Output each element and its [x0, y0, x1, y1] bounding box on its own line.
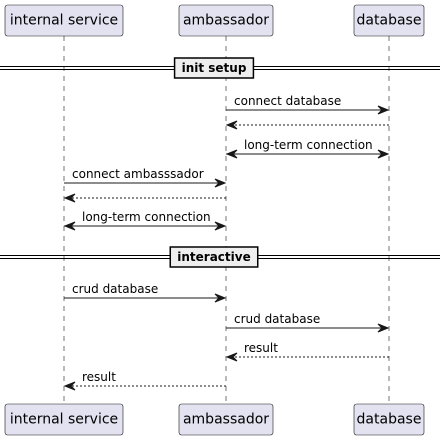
- arrow-head: [225, 352, 238, 362]
- participant-label: internal service: [10, 13, 118, 29]
- arrow-head: [63, 221, 76, 231]
- message-arrow: [63, 193, 226, 203]
- section-title: init setup: [182, 61, 247, 75]
- arrow-head: [225, 120, 238, 130]
- message-label: crud database: [234, 312, 320, 326]
- participant-database-top: database: [353, 4, 425, 37]
- participant-label: ambassador: [183, 412, 269, 428]
- arrow-head: [214, 221, 227, 231]
- participant-database-bottom: database: [353, 403, 425, 436]
- arrow-head: [214, 293, 227, 303]
- participant-ambassador-bottom: ambassador: [178, 403, 274, 436]
- participant-ambassador-top: ambassador: [178, 4, 274, 37]
- participant-internal-bottom: internal service: [4, 403, 124, 436]
- participant-box: [353, 403, 425, 436]
- divider-box: [169, 246, 259, 268]
- participant-label: ambassador: [183, 13, 269, 29]
- arrow-head: [214, 178, 227, 188]
- message-arrow: crud database: [226, 312, 390, 333]
- participant-label: internal service: [10, 412, 118, 428]
- message-arrow: result: [225, 341, 389, 362]
- arrow-head: [377, 323, 390, 333]
- message-label: long-term connection: [244, 138, 373, 152]
- participant-box: [353, 4, 425, 37]
- participant-box: [178, 403, 274, 436]
- section-divider: init setup: [0, 57, 440, 79]
- arrow-head: [63, 193, 76, 203]
- message-arrow: connect ambasssador: [64, 167, 227, 188]
- participant-label: database: [357, 412, 422, 428]
- message-arrow: long-term connection: [63, 210, 227, 231]
- arrow-head: [377, 149, 390, 159]
- participant-box: [4, 403, 124, 436]
- message-arrow: result: [63, 370, 226, 391]
- message-label: result: [244, 341, 278, 355]
- section-title: interactive: [177, 250, 250, 264]
- message-arrow: [225, 120, 389, 130]
- message-arrow: connect database: [226, 94, 390, 115]
- message-label: long-term connection: [82, 210, 211, 224]
- message-label: result: [82, 370, 116, 384]
- section-divider: interactive: [0, 246, 440, 268]
- arrow-head: [225, 149, 238, 159]
- message-label: connect database: [234, 94, 341, 108]
- participant-box: [178, 4, 274, 37]
- participant-internal-top: internal service: [4, 4, 124, 37]
- participant-label: database: [357, 13, 422, 29]
- arrow-head: [377, 105, 390, 115]
- arrow-head: [63, 381, 76, 391]
- participant-box: [4, 4, 124, 37]
- message-arrow: long-term connection: [225, 138, 390, 159]
- divider-box: [173, 57, 255, 79]
- message-arrow: crud database: [64, 282, 227, 303]
- message-label: connect ambasssador: [72, 167, 204, 181]
- message-label: crud database: [72, 282, 158, 296]
